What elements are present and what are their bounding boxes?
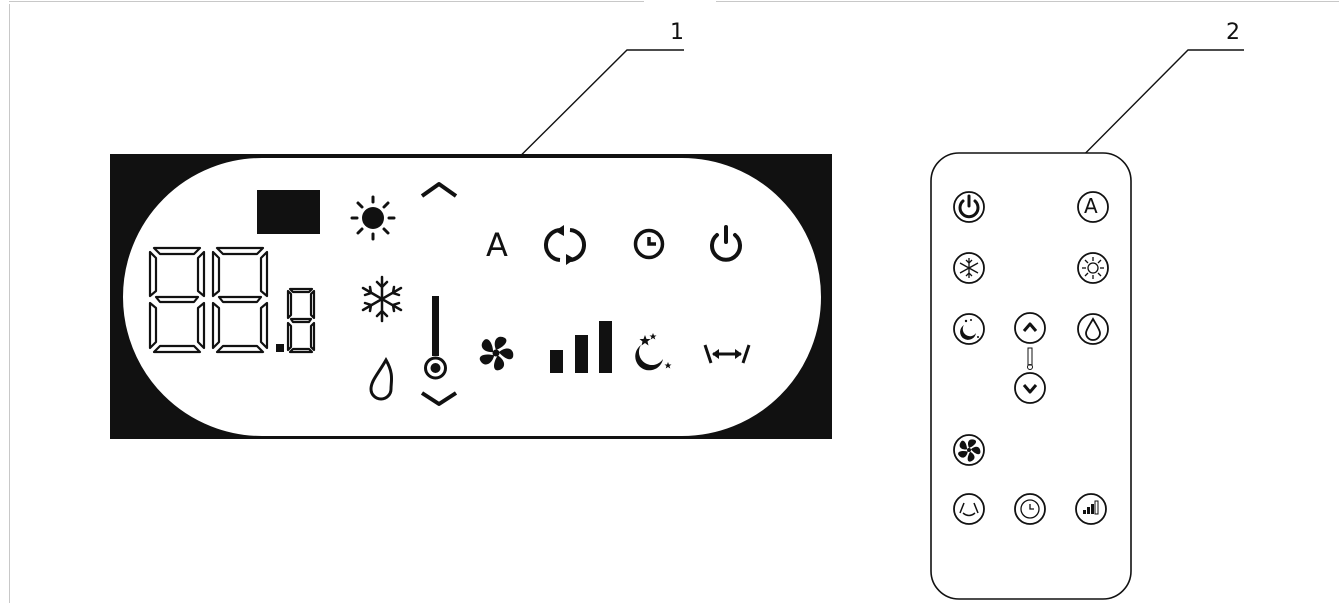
remote-thermometer-icon — [1027, 347, 1033, 370]
left-border — [9, 4, 10, 603]
top-border-right — [716, 1, 1339, 2]
callout-number-panel: 1 — [670, 20, 684, 45]
top-border-left — [9, 1, 644, 2]
remote-swing-button — [953, 493, 985, 525]
fan-icon — [479, 336, 514, 371]
remote-sleep-button — [953, 313, 985, 345]
decimal-point — [276, 344, 284, 352]
remote-control: A — [930, 152, 1134, 607]
remote-temp-up-button — [1014, 312, 1046, 344]
fan-speed-icon — [550, 321, 612, 373]
seven-segment-digits — [148, 246, 316, 354]
remote-auto-label: A — [1084, 194, 1098, 218]
sun-icon — [350, 195, 396, 241]
remote-auto-button — [1077, 191, 1109, 223]
remote-speed-button — [1075, 493, 1107, 525]
digit-1 — [148, 246, 206, 354]
square-indicator — [257, 190, 320, 234]
timer-icon — [633, 228, 665, 260]
swing-icon — [703, 344, 751, 364]
remote-fan-button — [953, 434, 985, 466]
chevron-down-icon — [420, 391, 458, 406]
remote-dry-button — [1077, 313, 1109, 345]
chevron-up-icon — [420, 182, 458, 198]
thermometer-icon — [424, 296, 447, 380]
remote-power-button — [953, 191, 985, 223]
swap-icon — [543, 225, 587, 265]
digit-decimal — [286, 287, 316, 354]
callout-number-remote: 2 — [1226, 20, 1240, 45]
auto-mode-label: A — [486, 226, 508, 264]
control-panel-display: A — [110, 154, 832, 443]
remote-cool-button — [953, 252, 985, 284]
sleep-icon — [635, 333, 672, 371]
remote-timer-button — [1014, 493, 1046, 525]
digit-2 — [211, 246, 269, 354]
snowflake-icon — [361, 275, 403, 323]
drop-icon — [369, 356, 394, 401]
power-icon — [710, 225, 742, 262]
remote-temp-down-button — [1014, 372, 1046, 404]
remote-heat-button — [1077, 252, 1109, 284]
